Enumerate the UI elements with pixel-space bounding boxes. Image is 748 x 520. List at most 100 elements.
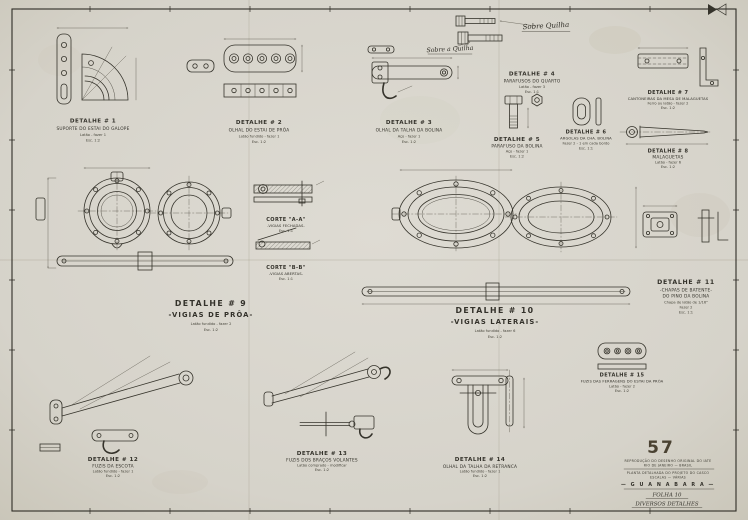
detalhe-2-title: DETALHE # 2: [236, 120, 282, 126]
detalhe-8-material: Latão - fazer 6: [655, 161, 682, 165]
detalhe-7-caption: CANTONEIRAS DA MESA DE MALAGUETAS: [628, 97, 709, 101]
corte-a-title: CORTE "A-A": [266, 217, 306, 223]
corte-a-a-drawing: [253, 180, 325, 207]
detalhe-6-material: Fazer 2 - 1 em cada bordo: [563, 142, 610, 146]
boat-name: — G U A N A B A R A —: [621, 482, 715, 488]
detalhe-5-scale: Esc. 1:2: [510, 155, 524, 159]
detalhe-4-title: DETALHE # 4: [509, 72, 555, 78]
detalhe-15-material: Latão - fazer 2: [609, 385, 635, 389]
detalhe-6-title: DETALHE # 6: [566, 130, 607, 136]
detalhe-5: DETALHE # 5 PARAFUSO DA BOLINA Aço - faz…: [491, 93, 543, 159]
detalhe-8-caption: MALAGUETAS: [652, 155, 683, 161]
detalhe-13: DETALHE # 13 FUZIS DOS BRAÇOS VOLANTES L…: [263, 351, 391, 472]
detalhe-4-scale: Esc. 1:1: [525, 90, 539, 94]
detalhe-5-material: Aço - fazer 1: [506, 150, 529, 154]
detalhe-8: DETALHE # 8 MALAGUETAS Latão - fazer 6 E…: [619, 125, 713, 169]
detalhe-9-title: DETALHE # 9: [175, 299, 247, 308]
detalhe-2-caption: OLHAL DO ESTAI DE PRÔA: [229, 127, 290, 134]
detalhe-11-scale: Esc. 1:1: [679, 311, 693, 315]
detalhe-14-material: Latão fundido - fazer 1: [460, 470, 501, 474]
detalhe-10-drawing: [361, 170, 636, 304]
detalhe-15-drawing: [597, 342, 647, 370]
detalhe-7: DETALHE # 7 CANTONEIRAS DA MESA DE MALAG…: [628, 48, 719, 110]
detalhe-10-material: Latão fundido - fazer 6: [475, 329, 517, 333]
corte-a-caption: -VIGIAS FECHADAS-: [267, 224, 305, 228]
detalhe-13-drawing: [263, 351, 391, 439]
detalhe-10-title: DETALHE # 10: [456, 306, 535, 315]
detalhe-3-drawing: [367, 45, 458, 100]
detalhe-4-caption: PARAFUSOS DO QUARTO: [504, 79, 561, 85]
detalhe-11-title: DETALHE # 11: [657, 279, 715, 286]
detalhe-12-scale: Esc. 1:2: [106, 474, 120, 478]
detalhe-3-scale: Esc. 1:2: [402, 140, 416, 144]
detalhe-4: Sobre Quilha Sobre a Quilha DETALHE # 4 …: [426, 15, 571, 94]
corte-b-b: CORTE "B-B" -VIGIAS ABERTAS- Esc. 1:1: [255, 227, 321, 281]
detalhe-15-title: DETALHE # 15: [600, 373, 645, 379]
doc-title: DIVERSOS DETALHES: [634, 502, 699, 508]
detalhe-14-scale: Esc. 1:2: [473, 474, 487, 478]
detalhe-8-drawing: [619, 125, 713, 144]
corte-b-scale: Esc. 1:1: [279, 277, 293, 281]
detalhe-2: DETALHE # 2 OLHAL DO ESTAI DE PRÔA Latão…: [186, 39, 302, 144]
detalhe-12-caption: FUZIS DA ESCOTA: [92, 464, 133, 470]
detalhe-9: DETALHE # 9 -VIGIAS DE PRÔA- Latão fundi…: [35, 168, 254, 332]
titleblock-line2: RIO DE JANEIRO — BRASIL: [644, 464, 693, 468]
detalhe-1-material: Latão - fazer 1: [80, 133, 106, 137]
detalhe-1-caption: SUPORTE DO ESTAI DO GALOPE: [56, 126, 129, 132]
detalhe-11-material: Chapa de latão de 1/16": [664, 301, 708, 305]
detalhe-15-scale: Esc. 1:2: [615, 389, 629, 393]
detalhe-13-title: DETALHE # 13: [297, 451, 348, 457]
detalhe-6: DETALHE # 6 ARGOLAS DA CHA. BOLINA Fazer…: [560, 97, 612, 151]
detalhe-6-drawing: [572, 97, 602, 126]
detalhe-9-scale: Esc. 1:2: [204, 328, 218, 332]
detalhe-7-drawing: [637, 48, 719, 87]
detalhe-12-title: DETALHE # 12: [88, 457, 139, 463]
detalhe-14: DETALHE # 14 OLHAL DA TALHA DA RETRANCA …: [443, 370, 524, 478]
detalhe-5-drawing: [504, 93, 543, 129]
corner-mark-icon: [708, 3, 727, 16]
detalhe-10-scale: Esc. 1:2: [488, 335, 502, 339]
detalhe-4-material: Latão - fazer 3: [519, 85, 545, 89]
detalhe-8-title: DETALHE # 8: [648, 149, 689, 155]
sheet-number: 57: [647, 438, 675, 458]
sheet-frame: [11, 8, 737, 512]
detalhe-4-drawing: [427, 15, 571, 55]
title-block: 57 REPRODUÇÃO DO DESENHO ORIGINAL DO IAT…: [621, 438, 715, 508]
detalhe-14-caption: OLHAL DA TALHA DA RETRANCA: [443, 464, 517, 470]
detalhe-10: DETALHE # 10 -VIGIAS LATERAIS- Latão fun…: [361, 170, 636, 339]
frame-ticks: [9, 6, 739, 514]
detalhe-1: DETALHE # 1 SUPORTE DO ESTAI DO GALOPE L…: [56, 28, 137, 143]
detalhe-11-caption: -CHAPAS DE BATENTE-: [660, 288, 713, 294]
detalhe-13-material: Latão comprado - modificar: [297, 464, 347, 468]
detalhe-13-scale: Esc. 1:2: [315, 468, 329, 472]
detalhe-11-material2: Fazer 2: [680, 306, 693, 310]
detalhe-3-title: DETALHE # 3: [386, 120, 432, 126]
detalhe-7-material: Ferro ou latão - fazer 2: [648, 102, 689, 106]
detalhe-15: DETALHE # 15 FUZIS DAS FERRAGENS DO ESTA…: [581, 342, 664, 393]
handwritten-note-1: Sobre Quilha: [522, 21, 569, 31]
detalhe-2-drawing: [186, 39, 302, 98]
corte-b-b-drawing: [255, 227, 321, 250]
detalhe-3: DETALHE # 3 OLHAL DA TALHA DA BOLINA Aço…: [367, 45, 458, 144]
detalhe-9-caption: -VIGIAS DE PRÔA-: [169, 310, 254, 319]
detalhe-3-caption: OLHAL DA TALHA DA BOLINA: [376, 128, 443, 134]
titleblock-line1: REPRODUÇÃO DO DESENHO ORIGINAL DO IATE: [625, 458, 712, 463]
detalhe-13-caption: FUZIS DOS BRAÇOS VOLANTES: [286, 458, 358, 464]
detalhe-5-caption: PARAFUSO DA BOLINA: [491, 144, 542, 150]
detalhe-11-drawing: [642, 206, 729, 243]
detalhe-2-material: Latão fundido - fazer 1: [239, 135, 280, 139]
detalhe-10-caption: -VIGIAS LATERAIS-: [451, 318, 540, 326]
detalhe-12-drawing: [39, 355, 194, 454]
folha-label: FOLHA 10: [652, 493, 682, 499]
detalhe-12: DETALHE # 12 FUZIS DA ESCOTA Latão fundi…: [39, 355, 194, 478]
detalhe-5-title: DETALHE # 5: [494, 137, 540, 143]
detalhe-3-material: Aço - fazer 1: [398, 135, 421, 139]
detalhe-1-scale: Esc. 1:2: [86, 139, 100, 143]
detalhe-8-scale: Esc. 1:2: [661, 165, 675, 169]
detalhe-9-material: Latão fundido - fazer 2: [191, 322, 232, 326]
handwritten-note-2: Sobre a Quilha: [426, 45, 473, 54]
detalhe-11: DETALHE # 11 -CHAPAS DE BATENTE- DO PINO…: [642, 206, 729, 315]
